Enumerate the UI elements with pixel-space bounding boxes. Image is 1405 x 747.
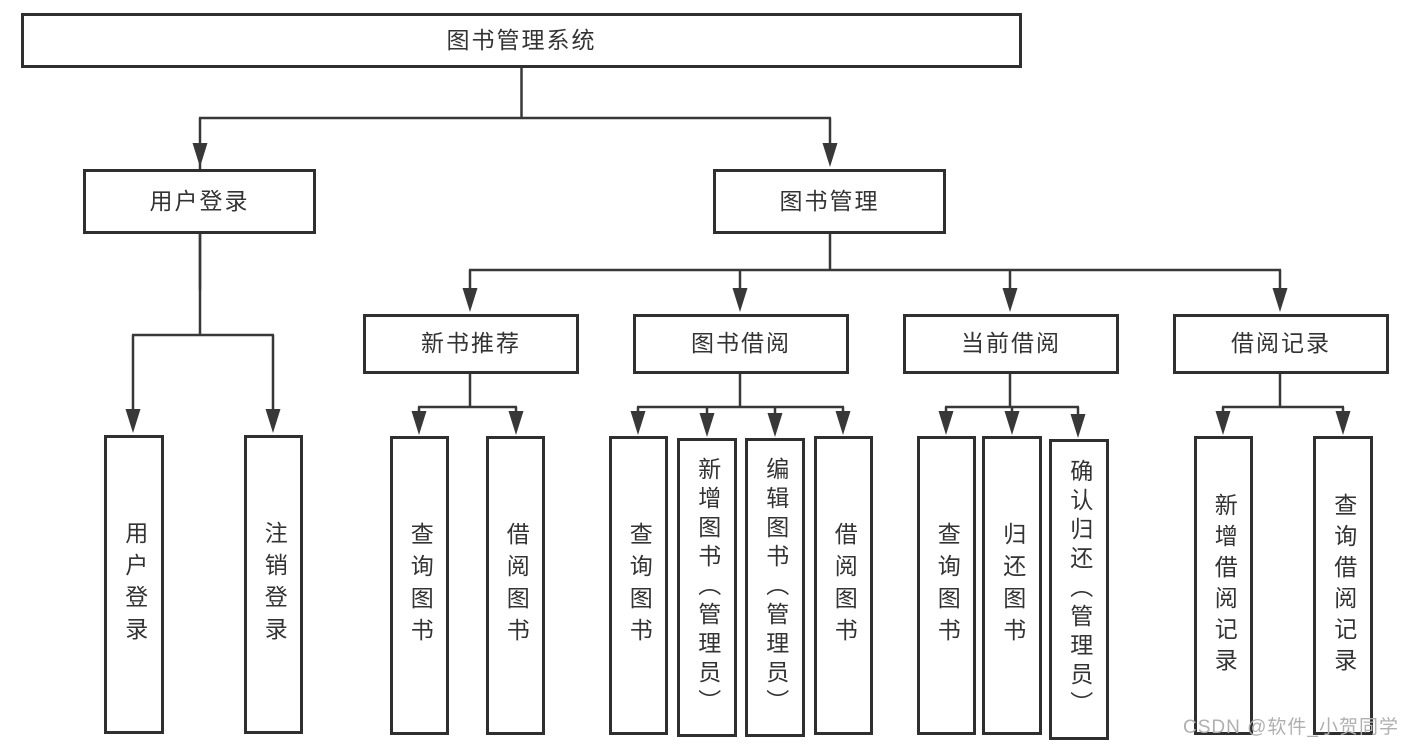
- leaf-bb-add-book-admin-label: 新增图书（管理员）: [694, 457, 721, 718]
- csdn-watermark: CSDN @软件_小贺同学: [1183, 717, 1399, 738]
- node-borrow-records-label: 借阅记录: [1231, 330, 1331, 357]
- leaf-bb-add-book-admin: 新增图书（管理员）: [677, 438, 737, 737]
- leaf-cb-return-book: 归还图书: [982, 436, 1042, 735]
- leaf-cb-return-book-label: 归还图书: [999, 521, 1026, 650]
- leaf-cb-confirm-return-admin: 确认归还（管理员）: [1049, 439, 1109, 740]
- leaf-rec-borrow-book: 借阅图书: [486, 436, 545, 735]
- leaf-logout: 注销登录: [244, 435, 303, 734]
- node-book-borrow: 图书借阅: [633, 314, 849, 374]
- node-user-login-label: 用户登录: [149, 187, 250, 214]
- node-root-label: 图书管理系统: [446, 26, 597, 53]
- leaf-cb-query-book-label: 查询图书: [934, 521, 961, 650]
- node-book-borrow-label: 图书借阅: [691, 330, 791, 357]
- leaf-user-login: 用户登录: [104, 435, 164, 734]
- leaf-bb-edit-book-admin-label: 编辑图书（管理员）: [762, 457, 789, 718]
- leaf-bb-query-book-label: 查询图书: [626, 521, 653, 650]
- leaf-bb-borrow-book: 借阅图书: [814, 436, 873, 735]
- leaf-rec-query-book: 查询图书: [390, 436, 449, 735]
- leaf-rec-query-book-label: 查询图书: [407, 521, 434, 650]
- leaf-cb-confirm-return-admin-label: 确认归还（管理员）: [1066, 459, 1093, 720]
- leaf-bb-query-book: 查询图书: [609, 436, 668, 735]
- node-new-book-recommend: 新书推荐: [363, 314, 579, 374]
- node-root: 图书管理系统: [21, 13, 1022, 68]
- node-current-borrow-label: 当前借阅: [961, 330, 1061, 357]
- node-current-borrow: 当前借阅: [903, 314, 1119, 374]
- leaf-cb-query-book: 查询图书: [917, 436, 976, 735]
- leaf-bb-edit-book-admin: 编辑图书（管理员）: [745, 438, 805, 737]
- node-book-management: 图书管理: [713, 169, 946, 234]
- node-borrow-records: 借阅记录: [1173, 314, 1389, 374]
- leaf-logout-label: 注销登录: [261, 520, 288, 649]
- leaf-br-add-record: 新增借阅记录: [1194, 436, 1253, 735]
- leaf-rec-borrow-book-label: 借阅图书: [503, 521, 530, 650]
- leaf-br-query-record: 查询借阅记录: [1313, 436, 1373, 735]
- node-new-book-recommend-label: 新书推荐: [421, 330, 521, 357]
- leaf-br-query-record-label: 查询借阅记录: [1330, 492, 1357, 679]
- node-user-login: 用户登录: [83, 169, 316, 234]
- leaf-bb-borrow-book-label: 借阅图书: [831, 521, 858, 650]
- node-book-management-label: 图书管理: [779, 187, 880, 214]
- leaf-user-login-label: 用户登录: [121, 520, 148, 649]
- leaf-br-add-record-label: 新增借阅记录: [1211, 492, 1238, 679]
- arrowhead-icons: [125, 143, 1351, 438]
